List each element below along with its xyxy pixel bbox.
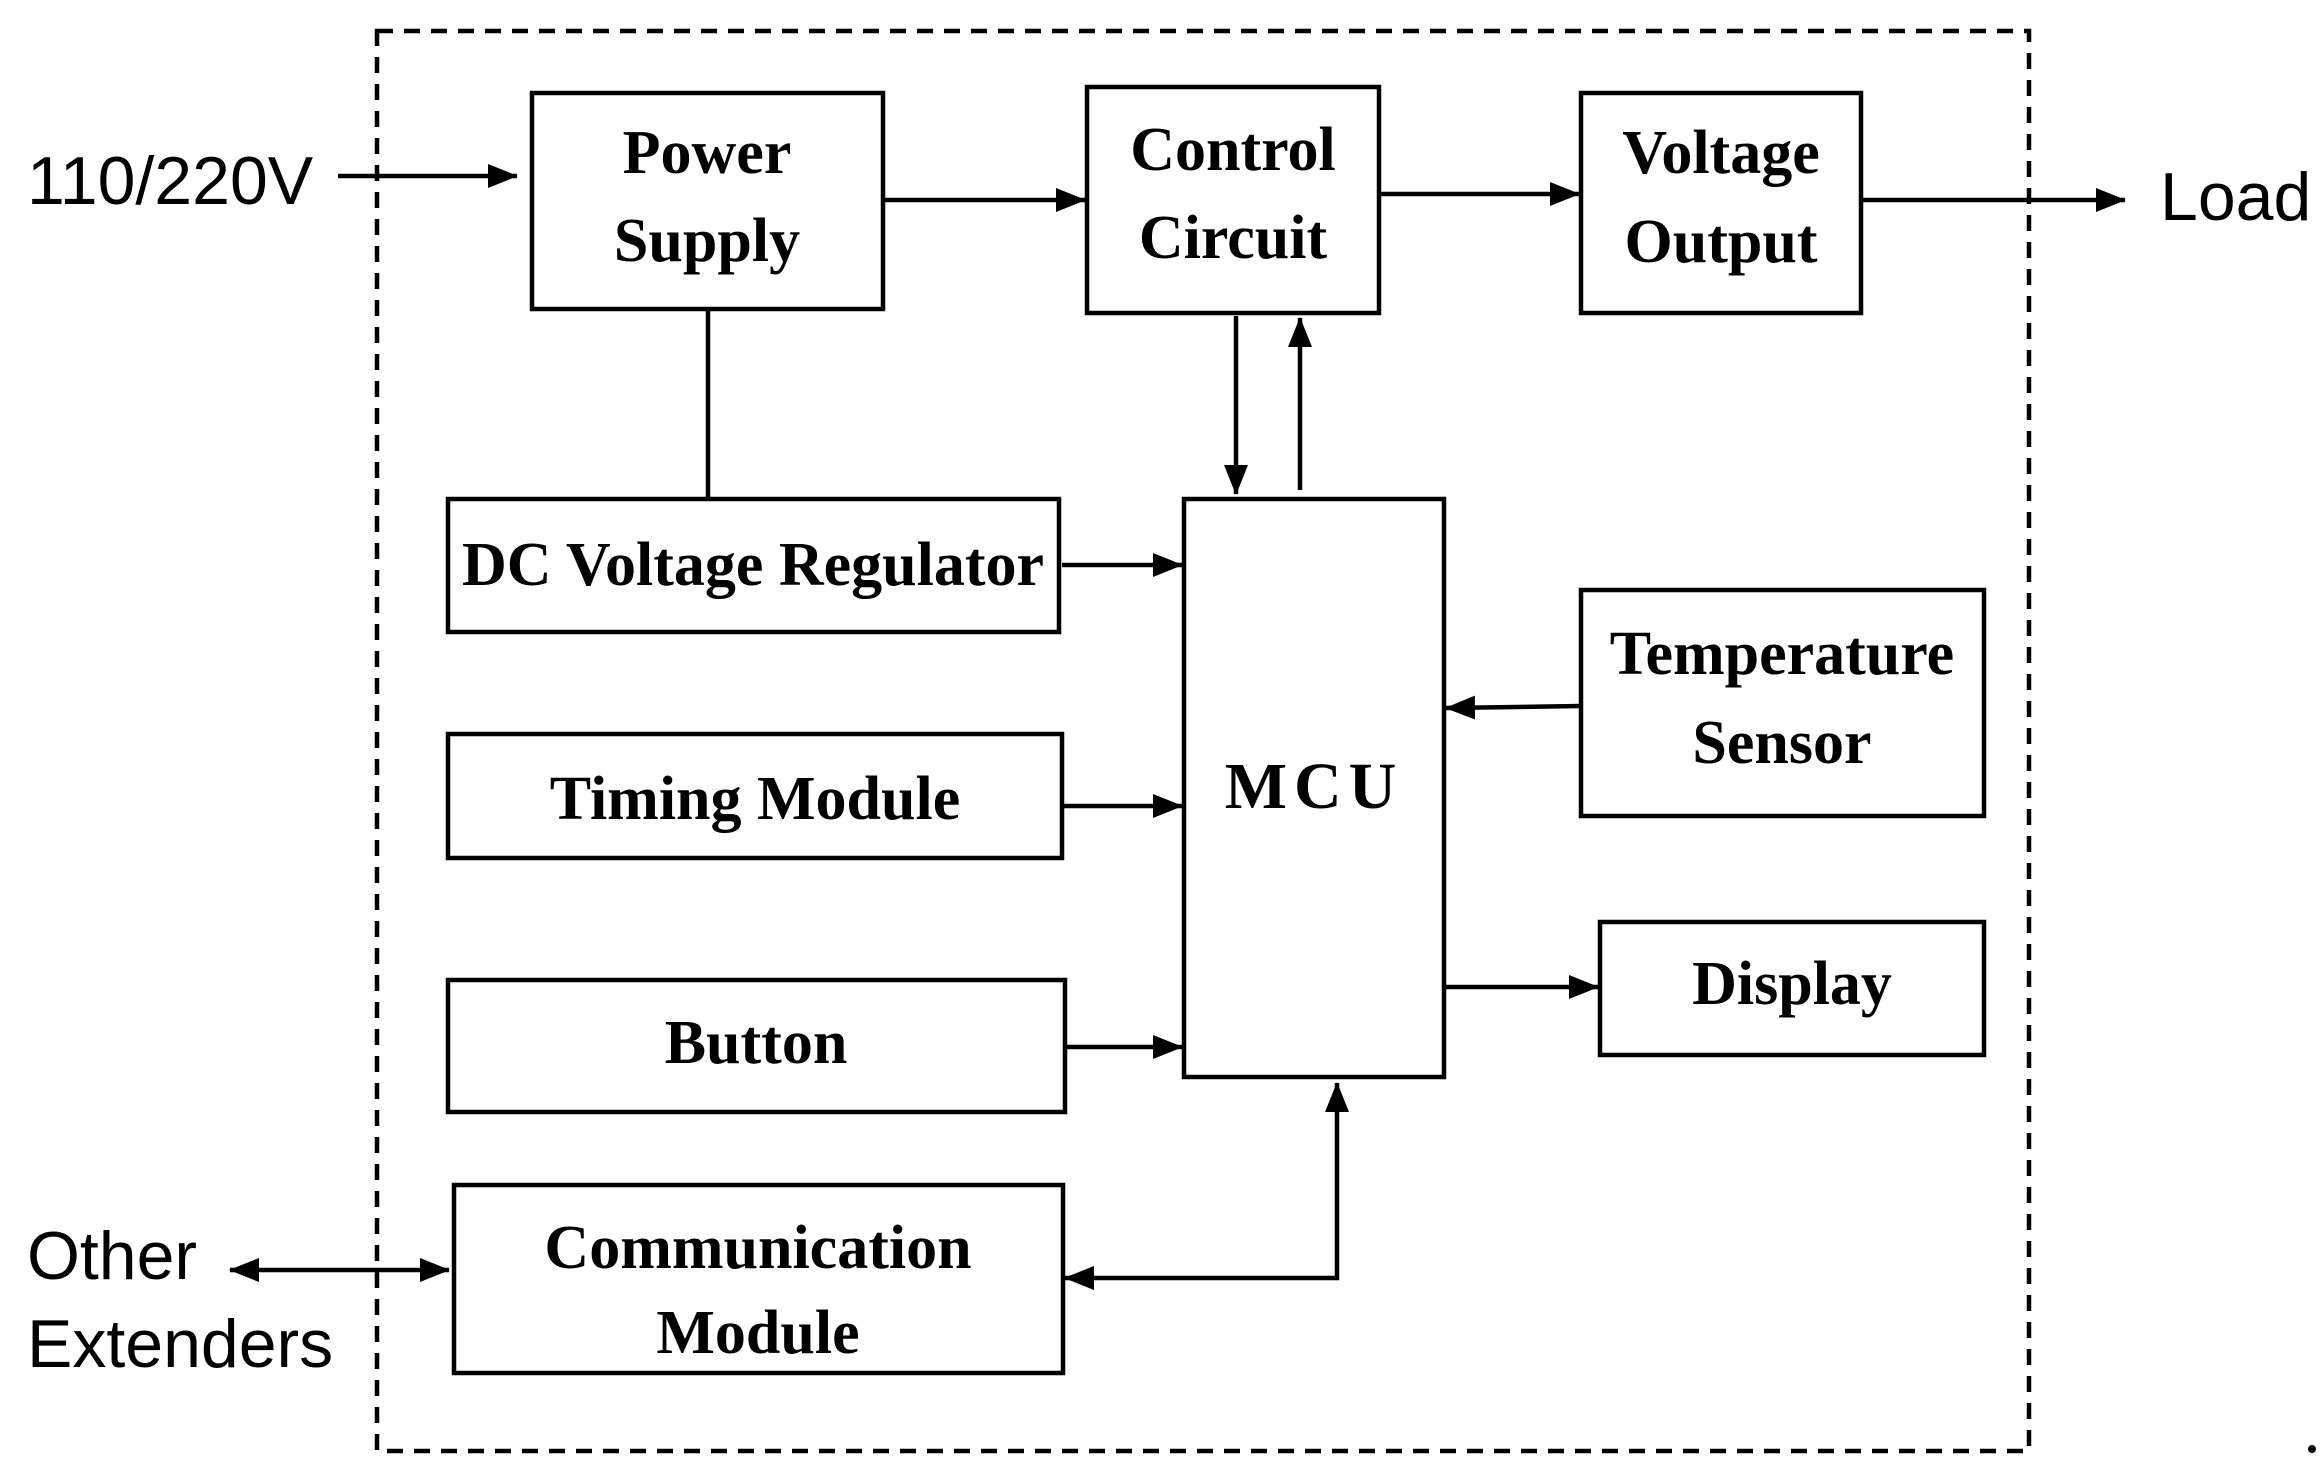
- input-voltage-label: 110/220V: [27, 143, 314, 219]
- dc-voltage-regulator-label: DC Voltage Regulator: [462, 531, 1044, 599]
- mcu-communication-link: [1064, 1082, 1349, 1290]
- display-block: Display: [1597, 919, 1987, 1058]
- power-supply-label-line2: Supply: [614, 207, 800, 275]
- temperature-sensor-label-line2: Sensor: [1692, 709, 1871, 777]
- power-supply-label-line1: Power: [623, 119, 792, 187]
- control-circuit-block: Control Circuit: [1084, 84, 1382, 316]
- control-circuit-label-line1: Control: [1130, 116, 1336, 184]
- display-label: Display: [1692, 950, 1892, 1018]
- other-extenders-label-line2: Extenders: [27, 1306, 333, 1382]
- communication-module-label-line2: Module: [656, 1299, 859, 1367]
- voltage-output-label-line1: Voltage: [1622, 119, 1819, 187]
- dc-voltage-regulator-block: DC Voltage Regulator: [445, 496, 1062, 635]
- stray-dot: [2308, 1445, 2316, 1453]
- timing-module-label: Timing Module: [550, 765, 961, 833]
- power-supply-block: Power Supply: [529, 90, 886, 312]
- control-circuit-label-line2: Circuit: [1139, 204, 1328, 272]
- system-boundary: [374, 28, 2032, 1454]
- button-label: Button: [665, 1009, 848, 1077]
- voltage-output-block: Voltage Output: [1578, 90, 1864, 316]
- temperature-sensor-label-line1: Temperature: [1610, 620, 1954, 688]
- sensor-to-mcu-arrow: [1445, 695, 1582, 720]
- load-label: Load: [2160, 159, 2311, 235]
- temperature-sensor-block: Temperature Sensor: [1578, 587, 1987, 819]
- timing-module-block: Timing Module: [445, 731, 1065, 861]
- voltage-output-label-line2: Output: [1625, 208, 1818, 276]
- communication-module-block: Communication Module: [451, 1182, 1066, 1376]
- button-block: Button: [445, 977, 1068, 1115]
- other-extenders-label-line1: Other: [27, 1218, 197, 1294]
- mcu-label: MCU: [1225, 750, 1404, 823]
- communication-module-label-line1: Communication: [544, 1214, 971, 1282]
- mcu-block: MCU: [1181, 496, 1447, 1080]
